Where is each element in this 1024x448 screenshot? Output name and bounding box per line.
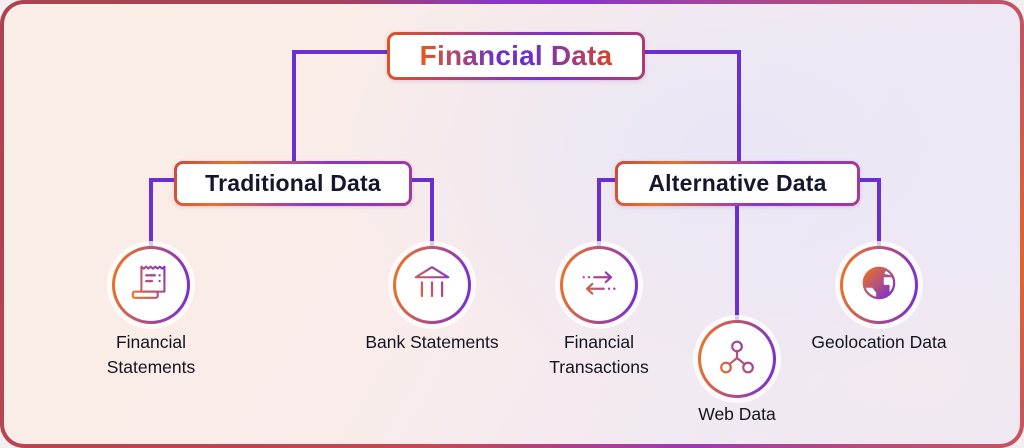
leaf-circle-inner: [563, 249, 635, 321]
connector-alternative-to-web-data-v: [735, 204, 739, 322]
connector-traditional-to-bank-statements-v: [430, 178, 434, 248]
connector-alternative-to-geolocation-v: [877, 178, 881, 248]
globe-icon: [856, 260, 902, 311]
root-node-title: Financial Data: [419, 40, 613, 71]
leaf-label-bank-statements: Bank Statements: [365, 332, 499, 352]
leaf-circle-inner: [843, 249, 915, 321]
network-nodes-icon: [714, 334, 760, 385]
leaf-label-financial-statements: Financial Statements: [106, 332, 196, 377]
leaf-node-financial-statements: [112, 246, 190, 324]
connector-traditional-to-bank-statements-h: [409, 178, 434, 182]
connector-alternative-to-financial-transactions-h: [597, 178, 619, 182]
branch-node-inner: Traditional Data: [177, 164, 409, 203]
leaf-label-geolocation-data: Geolocation Data: [811, 332, 947, 352]
leaf-circle-inner: [115, 249, 187, 321]
branch-node-title: Traditional Data: [205, 170, 381, 196]
connector-root-to-alternative-h: [643, 50, 741, 54]
branch-node-inner: Alternative Data: [618, 164, 857, 203]
branch-node-title: Alternative Data: [648, 170, 827, 196]
receipt-icon: [128, 260, 174, 311]
connector-alternative-to-geolocation-h: [856, 178, 881, 182]
connector-traditional-to-financial-statements-h: [149, 178, 177, 182]
leaf-circle-inner: [701, 323, 773, 395]
connector-alternative-to-financial-transactions-v: [597, 178, 601, 248]
bank-icon: [409, 260, 455, 311]
connector-root-to-traditional-v: [292, 50, 296, 164]
connector-root-to-traditional-h: [292, 50, 389, 54]
leaf-node-web-data: [698, 320, 776, 398]
connector-traditional-to-financial-statements-v: [149, 178, 153, 248]
transfer-arrows-icon: [576, 260, 622, 311]
leaf-node-geolocation-data: [840, 246, 918, 324]
root-node-financial-data: Financial Data: [387, 32, 645, 80]
connector-root-to-alternative-v: [737, 50, 741, 164]
leaf-node-bank-statements: [393, 246, 471, 324]
root-node-inner: Financial Data: [390, 35, 642, 77]
leaf-label-financial-transactions: Financial Transactions: [549, 332, 649, 377]
branch-node-alternative-data: Alternative Data: [615, 161, 860, 206]
leaf-label-web-data: Web Data: [698, 404, 776, 424]
leaf-circle-inner: [396, 249, 468, 321]
diagram-canvas: Financial Data Traditional Data Alternat…: [4, 4, 1020, 444]
branch-node-traditional-data: Traditional Data: [174, 161, 412, 206]
leaf-node-financial-transactions: [560, 246, 638, 324]
